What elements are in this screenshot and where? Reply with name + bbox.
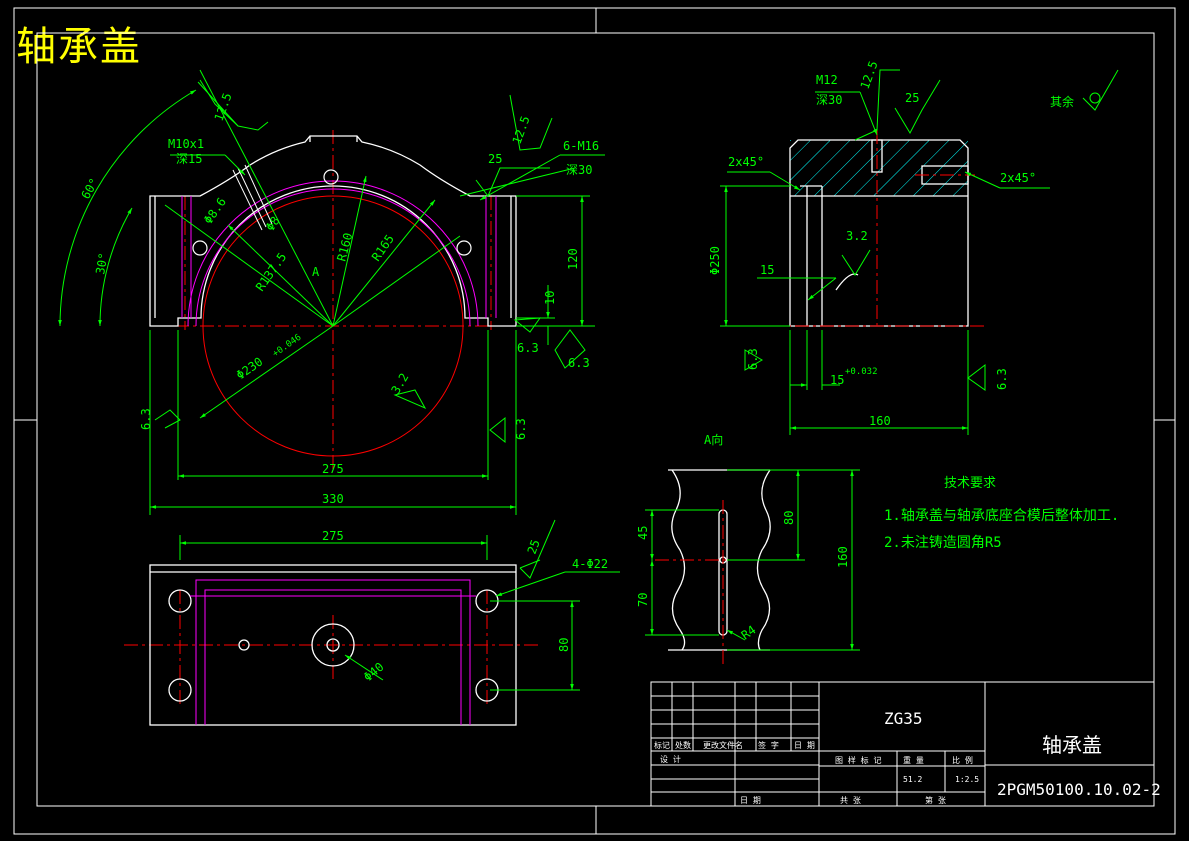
m10-label: M10x1 bbox=[168, 137, 204, 151]
top-holes-label: 4-Φ22 bbox=[572, 557, 608, 571]
angle-arcs bbox=[58, 89, 197, 327]
side-phi-250: Φ250 bbox=[708, 246, 722, 275]
bore-circle bbox=[202, 195, 464, 457]
tb-h-count: 处数 bbox=[675, 740, 691, 750]
phi-230-label: Φ230 bbox=[234, 354, 266, 382]
sheet-frame bbox=[13, 7, 1176, 835]
side-view: M12 深30 12.5 25 其余 2x45° 2x45° Φ250 3.2 … bbox=[708, 59, 1119, 435]
front-view: M10x1 深15 12.5 12.5 25 6-M16 深30 60° 30°… bbox=[58, 69, 605, 515]
m12-label: M12 bbox=[816, 73, 838, 87]
tb-drawing-no: 2PGM50100.10.02-2 bbox=[997, 780, 1161, 799]
m12-depth: 深30 bbox=[816, 93, 842, 107]
angle-30-label: 30° bbox=[93, 252, 111, 276]
roughness-25-label: 25 bbox=[488, 152, 502, 166]
m16-label: 6-M16 bbox=[563, 139, 599, 153]
view-a-marker: A bbox=[312, 265, 320, 279]
side-rough-25: 25 bbox=[905, 91, 919, 105]
m16-depth-label: 深30 bbox=[566, 163, 592, 177]
side-rough-12-5: 12.5 bbox=[858, 59, 881, 91]
rough-3-2-label: 3.2 bbox=[388, 371, 411, 397]
tb-h-weight: 重 量 bbox=[903, 755, 924, 765]
tb-h-file: 更改文件名 bbox=[703, 740, 743, 750]
top-dim-80: 80 bbox=[557, 638, 571, 652]
other-rough-label: 其余 bbox=[1050, 94, 1074, 109]
side-rough-3-2: 3.2 bbox=[846, 229, 868, 243]
a-view: A向 80 45 160 70 R4 bbox=[636, 432, 860, 665]
dim-330-label: 330 bbox=[322, 492, 344, 506]
tech-heading: 技术要求 bbox=[944, 476, 996, 491]
side-dim-15: 15 bbox=[760, 263, 774, 277]
side-dim-160: 160 bbox=[869, 414, 891, 428]
tb-h-scale: 比 例 bbox=[952, 755, 973, 765]
phi-230-tolerance: +0.046 bbox=[271, 333, 303, 360]
angle-60-label: 60° bbox=[78, 176, 101, 202]
tech-item-2: 2.未注铸造圆角R5 bbox=[884, 535, 1002, 551]
side-chamfer-left: 2x45° bbox=[728, 155, 764, 169]
side-dim-15-b: 15 bbox=[830, 373, 844, 387]
side-rough-6-3-right: 6.3 bbox=[995, 368, 1009, 390]
a-view-dim-160: 160 bbox=[836, 546, 850, 568]
tb-h-date2: 日 期 bbox=[740, 796, 761, 805]
top-phi-40: Φ40 bbox=[361, 660, 387, 685]
tb-weight: 51.2 bbox=[903, 775, 922, 784]
top-rough-25: 25 bbox=[525, 538, 543, 556]
side-rough-6-3-left: 6.3 bbox=[746, 348, 760, 370]
rough-6-3-b: 6.3 bbox=[568, 356, 590, 370]
rough-6-3-left: 6.3 bbox=[139, 408, 153, 430]
tb-h-mark: 标记 bbox=[654, 740, 670, 750]
tech-item-1: 1.轴承盖与轴承底座合模后整体加工. bbox=[884, 508, 1119, 524]
title-block: 标记 处数 更改文件名 签 字 日 期 设 计 日 期 图 样 标 记 重 量 … bbox=[650, 681, 1161, 807]
tb-h-design: 设 计 bbox=[660, 754, 681, 764]
phi-8-6-label: Φ8.6 bbox=[201, 195, 229, 227]
r165-label: R165 bbox=[369, 232, 397, 264]
top-view: 275 25 4-Φ22 Φ40 80 bbox=[124, 519, 620, 726]
tb-h-date: 日 期 bbox=[794, 741, 815, 750]
a-view-label: A向 bbox=[704, 432, 723, 447]
front-roughness bbox=[154, 79, 586, 444]
side-chamfer-right: 2x45° bbox=[1000, 171, 1036, 185]
a-view-dim-45: 45 bbox=[636, 526, 650, 540]
roughness-12-5-right: 12.5 bbox=[510, 114, 533, 146]
tb-scale: 1:2.5 bbox=[955, 775, 979, 784]
a-view-dim-80: 80 bbox=[782, 511, 796, 525]
r160-label: R160 bbox=[334, 231, 355, 263]
phi-8-label: Φ8 bbox=[263, 214, 283, 234]
side-dim-15-tolerance: +0.032 bbox=[845, 367, 878, 377]
tb-h-stage: 图 样 标 记 bbox=[835, 755, 881, 765]
rough-6-3-a: 6.3 bbox=[517, 341, 539, 355]
rough-6-3-right: 6.3 bbox=[514, 418, 528, 440]
dim-120-label: 120 bbox=[566, 248, 580, 270]
m10-depth-label: 深15 bbox=[176, 152, 202, 166]
tb-h-total: 共 张 bbox=[840, 796, 861, 805]
tb-part-name: 轴承盖 bbox=[1042, 733, 1102, 757]
m10-hole bbox=[232, 164, 273, 231]
tb-h-sheet: 第 张 bbox=[925, 795, 946, 805]
tb-material: ZG35 bbox=[884, 709, 923, 728]
dim-10-label: 10 bbox=[543, 291, 557, 305]
a-view-r4: R4 bbox=[739, 623, 759, 643]
tech-requirements: 技术要求 1.轴承盖与轴承底座合模后整体加工. 2.未注铸造圆角R5 bbox=[884, 476, 1119, 551]
tb-h-sign: 签 字 bbox=[758, 740, 779, 750]
top-dim-275: 275 bbox=[322, 529, 344, 543]
dim-275-label: 275 bbox=[322, 462, 344, 476]
a-view-dim-70: 70 bbox=[636, 593, 650, 607]
front-holes bbox=[192, 169, 472, 256]
